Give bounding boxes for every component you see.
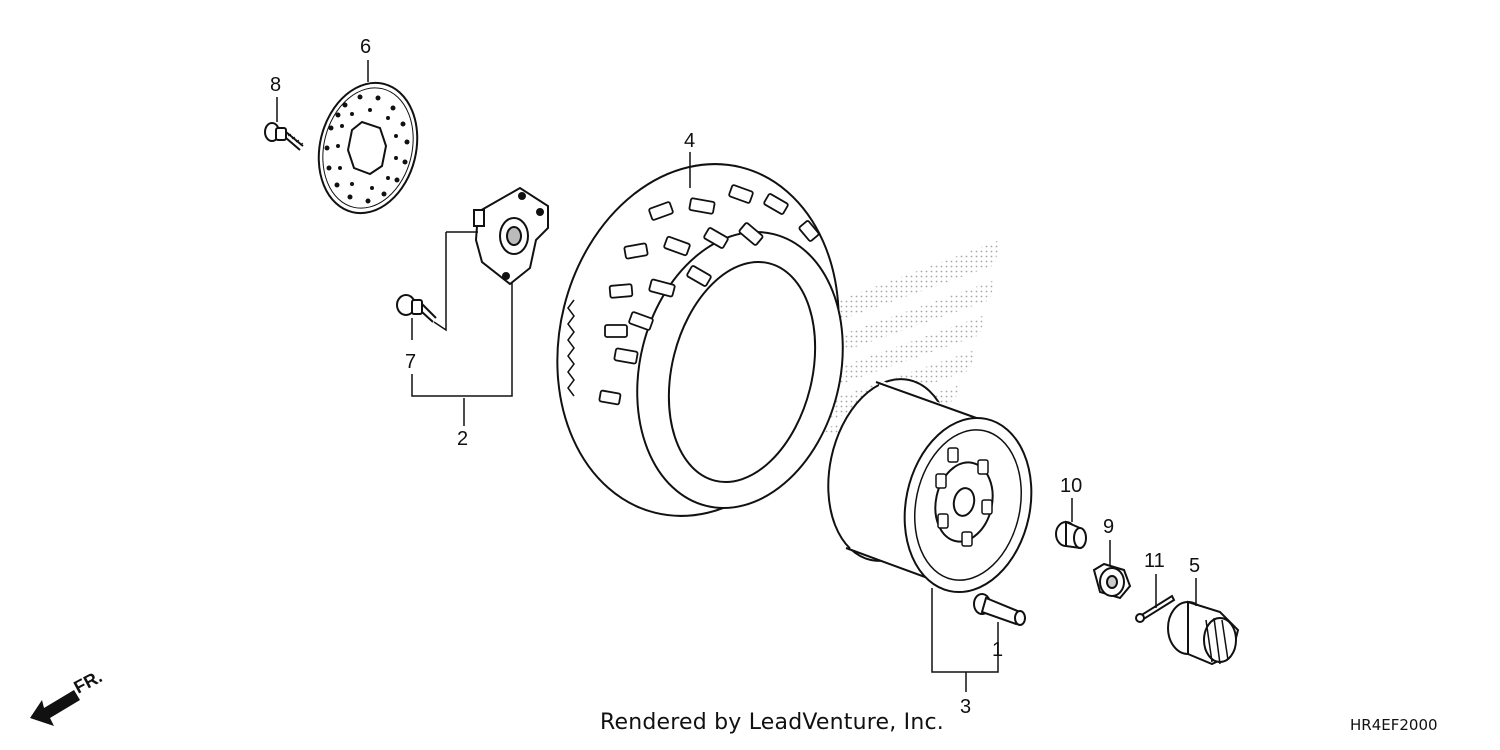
callout-3: 3 — [960, 696, 971, 718]
leader-lines — [276, 60, 1197, 692]
callout-2: 2 — [457, 428, 468, 450]
tire — [556, 163, 844, 517]
callout-1: 1 — [992, 639, 1003, 661]
callout-8: 8 — [270, 74, 281, 96]
wheel-rim — [827, 378, 1033, 594]
wheel-hub — [473, 186, 549, 286]
render-credit: Rendered by LeadVenture, Inc. — [600, 710, 944, 735]
callout-11: 11 — [1144, 550, 1165, 572]
stud-bolt — [396, 294, 437, 323]
callout-7: 7 — [405, 351, 416, 373]
callout-4: 4 — [684, 130, 695, 152]
disc-bolt — [264, 122, 304, 151]
cotter-pin — [1135, 594, 1176, 623]
front-direction-arrow: FR. — [30, 666, 105, 726]
callout-6: 6 — [360, 36, 371, 58]
valve-stem — [973, 593, 1026, 626]
castle-nut — [1092, 562, 1132, 600]
brake-disc — [317, 81, 419, 215]
hub-cap — [1167, 600, 1240, 666]
direction-label: FR. — [70, 666, 105, 697]
callout-10: 10 — [1060, 475, 1082, 497]
diagram-code: HR4EF2000 — [1350, 716, 1438, 734]
collar — [1055, 520, 1087, 550]
callout-9: 9 — [1103, 516, 1114, 538]
callout-5: 5 — [1189, 555, 1200, 577]
